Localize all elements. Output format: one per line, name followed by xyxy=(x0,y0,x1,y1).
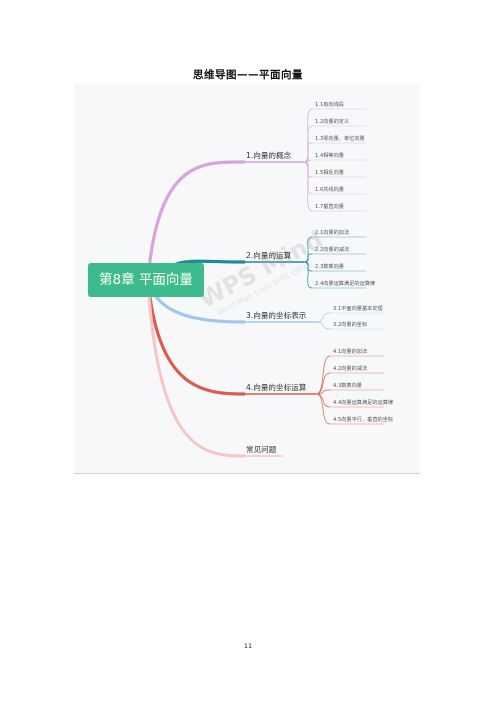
leaf-node[interactable]: 1.1有向线段 xyxy=(315,102,344,108)
leaf-node[interactable]: 3.2向量的坐标 xyxy=(333,322,368,328)
branch-node[interactable]: 常见问题 xyxy=(246,445,277,454)
leaf-connector xyxy=(315,393,331,425)
leaf-node[interactable]: 4.3数乘向量 xyxy=(333,383,362,389)
leaf-node[interactable]: 1.5相反向量 xyxy=(315,170,344,176)
leaf-connector xyxy=(303,161,313,212)
page-title: 思维导图——平面向量 xyxy=(193,69,303,81)
branch-node[interactable]: 2.向量的运算 xyxy=(246,251,292,260)
leaf-connector xyxy=(303,236,313,263)
leaf-node[interactable]: 1.3零向量、单位向量 xyxy=(315,136,365,142)
leaf-connector xyxy=(303,142,313,163)
leaf-node[interactable]: 4.1向量的加法 xyxy=(333,349,368,355)
page-number: 11 xyxy=(243,642,253,650)
branch-connector xyxy=(146,278,246,396)
leaf-node[interactable]: 4.2向量的减法 xyxy=(333,366,368,372)
leaf-node[interactable]: 4.4向量运算满足的运算律 xyxy=(333,400,394,406)
branch-connector xyxy=(146,278,246,458)
leaf-connector xyxy=(315,312,331,323)
leaf-node[interactable]: 1.4相等向量 xyxy=(315,153,344,159)
divider xyxy=(74,473,420,474)
branch-node[interactable]: 1.向量的概念 xyxy=(246,151,292,160)
leaf-connector xyxy=(303,253,313,263)
branch-node[interactable]: 4.向量的坐标运算 xyxy=(246,383,307,392)
leaf-node[interactable]: 2.3数乘向量 xyxy=(315,264,344,270)
leaf-node[interactable]: 2.4向量运算满足的运算律 xyxy=(315,281,376,287)
leaf-connector xyxy=(303,261,313,289)
branch-connector xyxy=(146,160,246,282)
leaf-node[interactable]: 1.2向量的定义 xyxy=(315,119,350,125)
leaf-connector xyxy=(303,125,313,163)
root-node[interactable]: 第8章 平面向量 xyxy=(88,263,204,297)
leaf-connector xyxy=(303,159,313,163)
leaf-connector xyxy=(315,393,331,408)
leaf-node[interactable]: 2.2向量的减法 xyxy=(315,247,350,253)
leaf-connector xyxy=(315,321,331,330)
leaf-node[interactable]: 1.6共线向量 xyxy=(315,187,344,193)
leaf-node[interactable]: 2.1向量的加法 xyxy=(315,230,350,236)
leaf-node[interactable]: 1.7垂直向量 xyxy=(315,204,344,210)
leaf-connector xyxy=(315,355,331,395)
branch-node[interactable]: 3.向量的坐标表示 xyxy=(246,311,307,320)
leaf-node[interactable]: 3.1平面向量基本定理 xyxy=(333,306,383,312)
leaf-node[interactable]: 4.5向量平行、垂直的坐标 xyxy=(333,417,394,423)
leaf-connector xyxy=(315,372,331,395)
